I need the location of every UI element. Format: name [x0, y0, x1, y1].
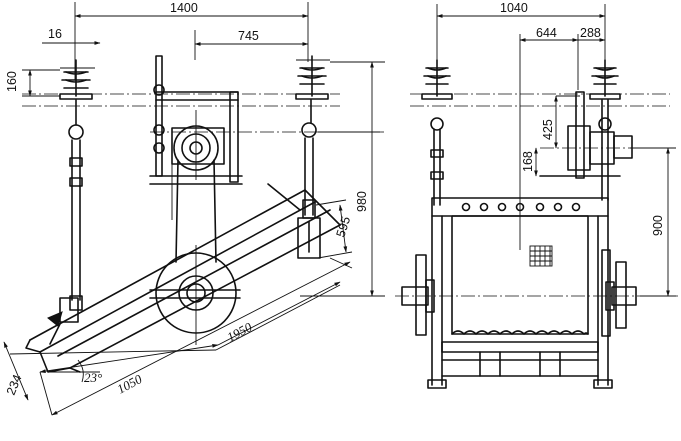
side-bottom-dimensions: 1050 1950 23° 234: [3, 257, 353, 416]
side-view: 1400 16 745 160: [3, 1, 385, 416]
dim-1400: 1400: [170, 1, 198, 15]
side-top-dimensions: 1400 16 745: [42, 1, 309, 80]
dim-16: 16: [48, 27, 62, 41]
dim-980: 980: [355, 191, 369, 212]
screen-box: [25, 183, 341, 373]
dim-288: 288: [580, 26, 601, 40]
end-right-hanger: [539, 59, 633, 201]
dim-900: 900: [651, 215, 665, 236]
dim-595: 595: [334, 215, 354, 239]
dim-425: 425: [541, 119, 555, 140]
right-spring-hanger: [295, 55, 330, 259]
end-left-vertical-dims: 425 168: [521, 95, 580, 177]
end-top-dimensions: 1040 644 288: [436, 1, 606, 250]
belt-drive: [171, 150, 217, 263]
dim-1950: 1950: [224, 319, 254, 345]
dim-644: 644: [536, 26, 557, 40]
dim-595-group: 595: [315, 199, 354, 259]
bolt-row: [461, 202, 581, 212]
dim-1040: 1040: [500, 1, 528, 15]
dim-234: 234: [4, 372, 25, 397]
motor-assembly: [149, 55, 243, 185]
dim-1050: 1050: [114, 371, 144, 397]
end-left-hanger: [421, 59, 453, 206]
angle-23: 23°: [84, 370, 102, 385]
dim-168: 168: [521, 151, 535, 172]
side-left-dimension: 160: [5, 69, 60, 97]
end-right-vertical-dim: 900: [630, 147, 676, 297]
dim-745: 745: [238, 29, 259, 43]
mesh-patch: [529, 245, 553, 267]
end-screen-box: [427, 197, 613, 389]
left-spring-hanger: [59, 59, 95, 311]
end-view: 1040 644 288: [395, 1, 680, 389]
dim-160: 160: [5, 71, 19, 92]
end-shaft: [401, 249, 637, 337]
